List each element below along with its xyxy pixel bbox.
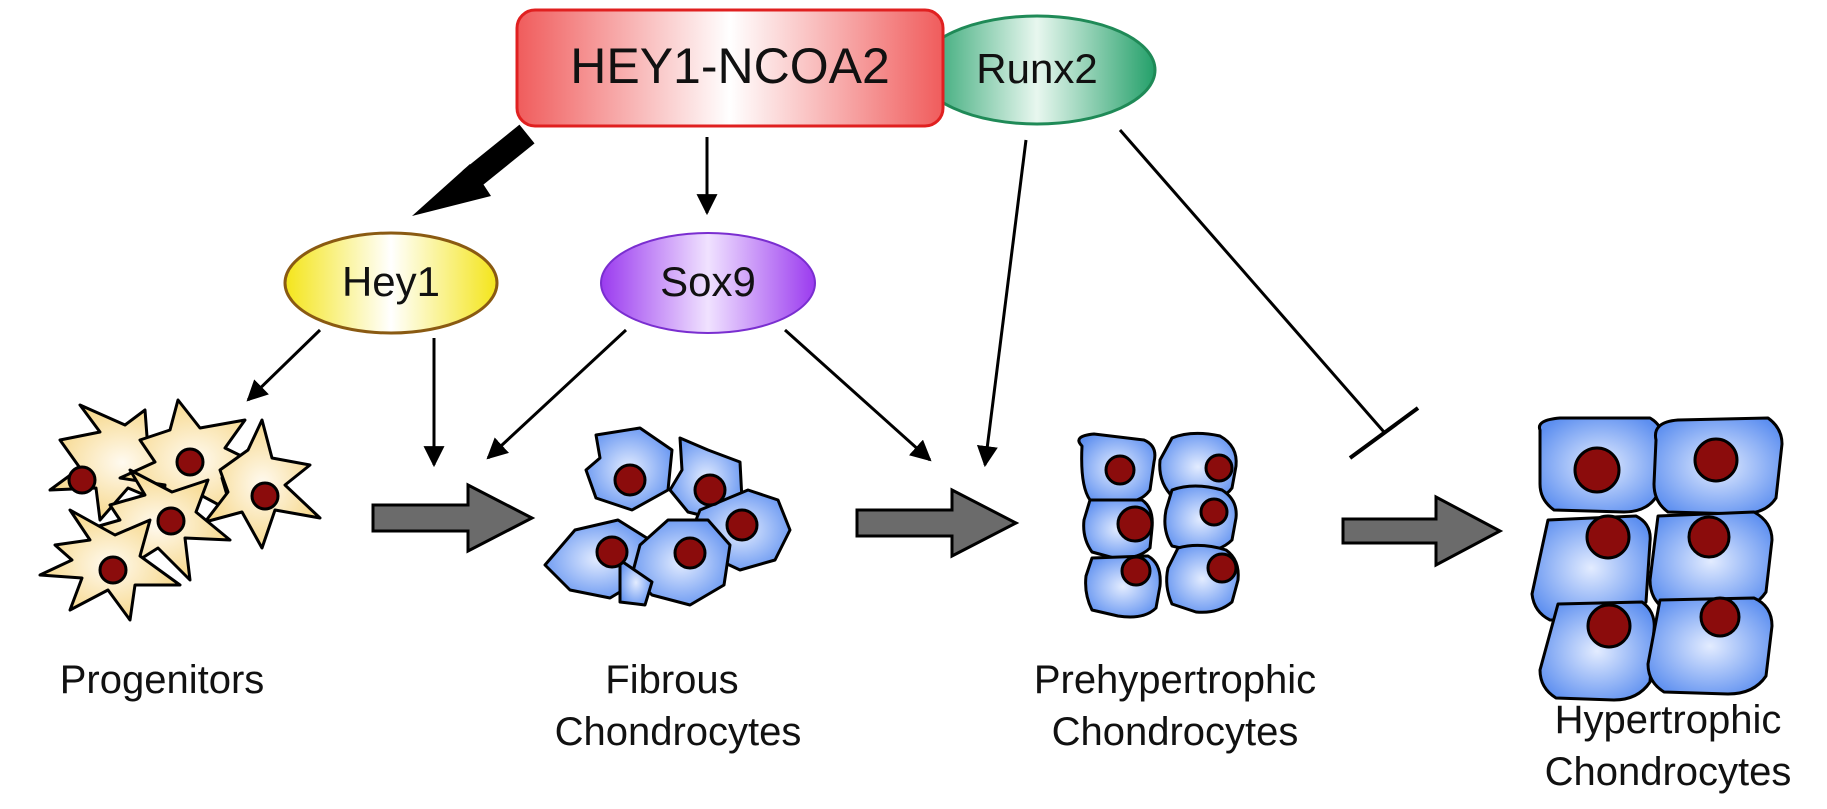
node-hey1: Hey1 [283, 231, 499, 335]
arrow-runx2-to-prehypertrophic [976, 139, 1028, 468]
nucleus [1104, 454, 1136, 486]
label-prehypertrophic-line2: Chondrocytes [1052, 710, 1299, 754]
transition-arrow-1 [371, 482, 536, 554]
label-hypertrophic-line2: Chondrocytes [1545, 750, 1792, 794]
label-progenitors: Progenitors [60, 658, 265, 702]
arrow-hey1-to-progenitors [246, 328, 322, 402]
nucleus [1586, 603, 1632, 649]
label-fibrous-line2: Chondrocytes [555, 710, 802, 754]
nucleus [250, 481, 280, 511]
nucleus [98, 555, 128, 585]
hypertrophic-chondrocytes [1530, 416, 1784, 702]
prehypertrophic-cell [1158, 431, 1238, 502]
sox9-label: Sox9 [660, 258, 756, 305]
label-prehypertrophic-line1: Prehypertrophic [1034, 658, 1316, 702]
nucleus [1120, 555, 1152, 587]
progenitor-cells [38, 398, 322, 622]
node-hey1-ncoa2: HEY1-NCOA2 [515, 8, 945, 128]
fibrous-cell [618, 558, 654, 607]
nucleus [1585, 514, 1631, 560]
nucleus [1199, 497, 1229, 527]
nucleus [725, 508, 759, 542]
hypertrophic-cell [1646, 596, 1774, 696]
runx2-label: Runx2 [976, 45, 1097, 92]
nucleus [1206, 552, 1238, 584]
nucleus [1687, 515, 1731, 559]
label-fibrous-line1: Fibrous [605, 658, 738, 702]
arrow-sox9-to-transition2 [783, 328, 932, 462]
nucleus [1693, 437, 1739, 483]
nucleus [1204, 453, 1234, 483]
nucleus [595, 535, 629, 569]
node-sox9: Sox9 [600, 232, 816, 334]
hey1-label: Hey1 [342, 258, 440, 305]
node-runx2: Runx2 [917, 14, 1157, 126]
nucleus [613, 463, 647, 497]
inhibition-runx2-to-hypertrophic [1118, 129, 1420, 460]
transition-arrow-3 [1341, 494, 1504, 568]
nucleus [673, 536, 707, 570]
arrow-sox9-to-transition1 [486, 328, 628, 460]
thick-arrow-hey1ncoa2-to-hey1 [412, 124, 535, 216]
nucleus [1116, 505, 1154, 543]
nucleus [175, 447, 205, 477]
prehypertrophic-chondrocytes [1077, 431, 1240, 619]
fibrous-chondrocytes [543, 426, 792, 607]
nucleus [693, 473, 727, 507]
nucleus [67, 465, 97, 495]
nucleus [1573, 446, 1621, 494]
transition-arrow-2 [855, 487, 1020, 559]
nucleus [156, 506, 186, 536]
hey1-ncoa2-label: HEY1-NCOA2 [570, 38, 890, 94]
label-hypertrophic-line1: Hypertrophic [1555, 698, 1782, 742]
nucleus [1699, 596, 1741, 638]
